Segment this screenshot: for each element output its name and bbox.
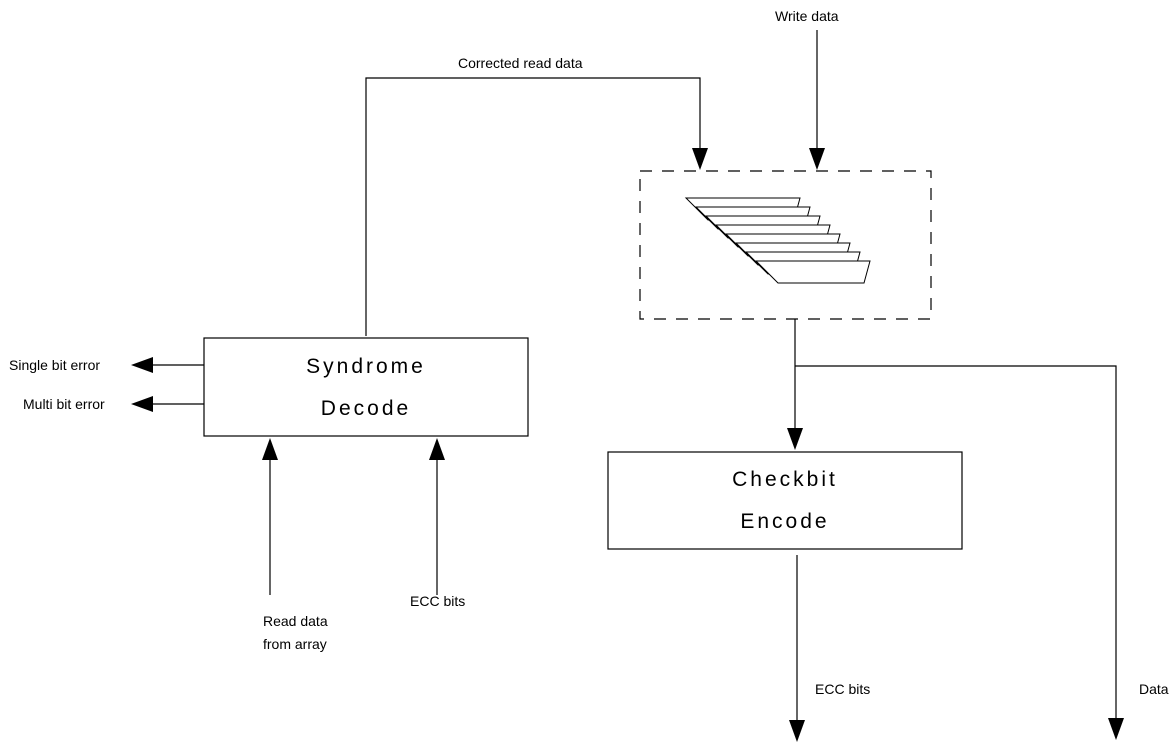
- data-output-arrowhead: [1108, 718, 1124, 740]
- syndrome-decode-line1: Syndrome: [306, 355, 426, 378]
- corrected-read-data-label: Corrected read data: [458, 55, 583, 71]
- write-data-label: Write data: [775, 8, 839, 24]
- checkbit-encode-line1: Checkbit: [732, 468, 838, 491]
- read-data-arrowhead: [262, 438, 278, 460]
- ecc-bits-out-label: ECC bits: [815, 681, 870, 697]
- checkbit-encode-block: [607, 451, 963, 550]
- ecc-bits-out-arrowhead: [789, 720, 805, 742]
- ecc-bits-in-arrowhead: [429, 438, 445, 460]
- syndrome-decode-line2: Decode: [321, 397, 411, 420]
- read-data-label-line2: from array: [263, 636, 327, 652]
- mux-stack: [684, 197, 871, 284]
- syndrome-decode-block: [203, 337, 529, 437]
- data-output-wire: [795, 365, 1117, 720]
- data-output-label: Data: [1139, 681, 1169, 697]
- single-bit-error-label: Single bit error: [9, 357, 100, 373]
- corrected-read-data-arrowhead: [692, 148, 708, 170]
- checkbit-encode-line2: Encode: [740, 510, 829, 533]
- single-bit-error-arrowhead: [131, 357, 153, 373]
- corrected-read-data-wire: [365, 77, 701, 336]
- multi-bit-error-arrowhead: [131, 396, 153, 412]
- multi-bit-error-label: Multi bit error: [23, 396, 105, 412]
- mux-region: [639, 170, 932, 320]
- mux-layer-8: [754, 260, 871, 284]
- ecc-bits-in-label: ECC bits: [410, 593, 465, 609]
- write-data-arrowhead: [809, 148, 825, 170]
- mux-to-encode-arrowhead: [787, 428, 803, 450]
- read-data-label-line1: Read data: [263, 613, 328, 629]
